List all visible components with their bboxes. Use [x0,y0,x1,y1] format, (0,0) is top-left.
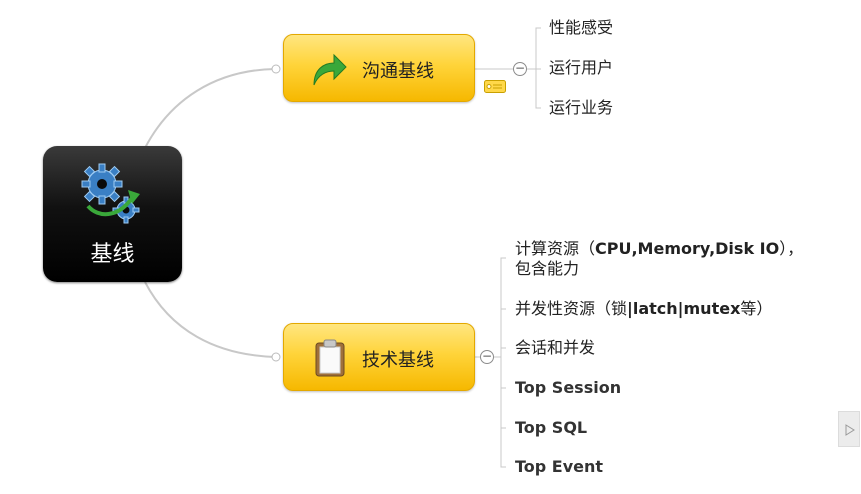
branch-2-bracket [494,257,506,468]
subtopic-concurrency-resources-bold: |latch|mutex [627,299,741,318]
central-topic-title: 基线 [90,242,135,267]
branch-1-anchor [271,64,281,74]
subtopic-concurrency-resources-prefix: 并发性资源（锁 [515,299,628,318]
subtopic-running-users[interactable]: 运行用户 [549,58,614,77]
gears-icon [81,163,140,224]
branch-2-anchor [271,352,281,362]
topic-technical-baseline-label: 技术基线 [362,350,434,371]
collapse-toggle-communication[interactable]: − [513,61,527,76]
subtopic-running-business[interactable]: 运行业务 [549,98,614,117]
subtopic-compute-resources-suffix: ），包含能力 [515,239,804,278]
scroll-right-button[interactable] [838,411,860,447]
subtopic-top-event[interactable]: Top Event [515,457,604,476]
branch-1-bracket [527,27,541,109]
topic-technical-baseline[interactable]: 技术基线 [283,323,475,391]
subtopic-compute-resources-prefix: 计算资源（ [515,239,596,258]
tag-icon [484,80,506,93]
subtopic-top-session[interactable]: Top Session [515,378,622,397]
triangle-right-icon [845,424,855,436]
curved-arrow-icon [313,53,347,86]
subtopic-concurrency-resources[interactable]: 并发性资源（锁|latch|mutex等） [515,299,772,319]
subtopic-concurrency-resources-suffix: 等） [740,299,773,318]
collapse-toggle-technical[interactable]: − [480,349,494,364]
topic-communication-baseline[interactable]: 沟通基线 [283,34,475,102]
root-to-branch-1-connector [144,68,276,149]
subtopic-compute-resources[interactable]: 计算资源（CPU,Memory,Disk IO），包含能力 [515,239,815,279]
subtopic-performance-feeling[interactable]: 性能感受 [549,18,614,37]
central-topic[interactable]: 基线 [43,146,182,282]
topic-communication-baseline-label: 沟通基线 [362,61,434,82]
subtopic-sessions-concurrency[interactable]: 会话和并发 [515,338,596,357]
subtopic-top-sql[interactable]: Top SQL [515,418,588,437]
subtopic-compute-resources-bold: CPU,Memory,Disk IO [595,239,780,258]
clipboard-icon [315,339,345,377]
root-to-branch-2-connector [144,281,276,358]
